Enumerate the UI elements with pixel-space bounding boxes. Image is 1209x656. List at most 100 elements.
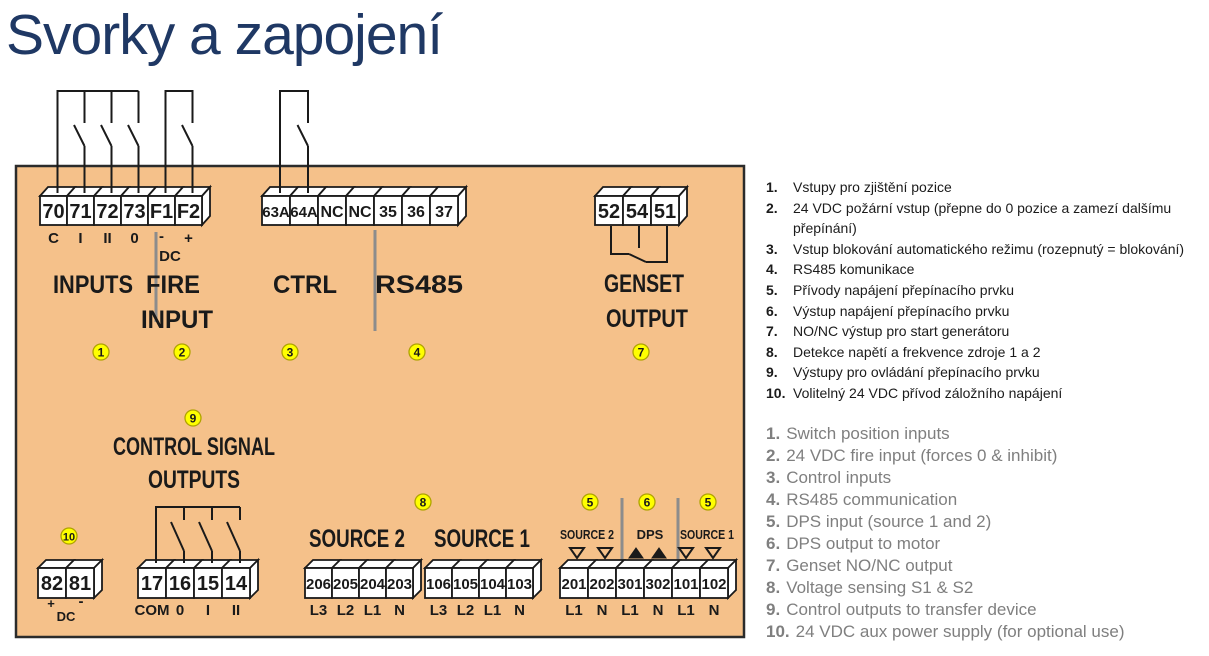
source1-label: SOURCE 1 (434, 525, 530, 553)
terminal-number: 102 (701, 576, 726, 593)
terminal-number: 73 (123, 201, 145, 223)
pin-label: 0 (130, 230, 138, 247)
source1-small-label: SOURCE 1 (680, 527, 734, 542)
badge-5-source1: 5 (699, 493, 717, 511)
pin-label: I (78, 230, 82, 247)
rs485-label: RS485 (375, 271, 463, 299)
legend-item: 5.Přívody napájení přepínacího prvku (766, 281, 1015, 298)
terminal-number: 301 (617, 576, 642, 593)
terminal-number: 37 (435, 204, 453, 221)
badge-8: 8 (414, 493, 432, 511)
dps-small-label: DPS (637, 527, 664, 542)
terminal-block-genset (592, 184, 690, 228)
ctrl-input-switch (279, 90, 309, 193)
terminal-number: 35 (379, 204, 397, 221)
svg-text:9: 9 (190, 412, 197, 426)
pin-label: N (514, 602, 525, 619)
legend-item: 8.Voltage sensing S1 & S2 (766, 578, 974, 597)
legend-item: 9.Výstupy pro ovládání přepínacího prvku (766, 364, 1040, 381)
terminal-number: 205 (333, 576, 358, 593)
pin-label: COM (135, 602, 170, 619)
pin-label: L2 (457, 602, 475, 619)
pin-label: N (597, 602, 608, 619)
dps-triangles (568, 547, 722, 560)
pin-label: - (159, 228, 164, 245)
legend-item: 10.24 VDC aux power supply (for optional… (766, 622, 1125, 641)
svg-text:5: 5 (587, 496, 594, 510)
badge-3: 3 (281, 343, 299, 361)
pin-label: L3 (430, 602, 448, 619)
pin-label: DC (57, 609, 76, 624)
terminal-number: 204 (360, 576, 386, 593)
badge-4: 4 (408, 343, 426, 361)
badge-7: 7 (632, 343, 650, 361)
terminal-number: 64A (290, 204, 318, 221)
pin-label: - (79, 593, 84, 610)
terminal-number: 206 (306, 576, 331, 593)
pin-label: N (653, 602, 664, 619)
svg-text:4: 4 (414, 346, 421, 360)
terminal-number: 36 (407, 204, 425, 221)
legend-item: 7.NO/NC výstup pro start generátoru (766, 323, 1010, 340)
legend-item: 5.DPS input (source 1 and 2) (766, 512, 992, 531)
pin-labels: C I II 0 - + + DC - COM 0 I II L3 L2 L1 … (47, 228, 719, 624)
genset-output-label: OUTPUT (606, 305, 688, 333)
legend-item: 4.RS485 communication (766, 490, 958, 509)
badge-10: 10 (60, 527, 78, 545)
badge-6: 6 (638, 493, 656, 511)
terminal-number: 302 (645, 576, 670, 593)
terminal-number: 63A (262, 204, 290, 221)
terminal-number: 15 (197, 573, 219, 595)
control-outputs-switches (155, 506, 241, 563)
terminal-block-ctrl-rs485 (259, 184, 469, 228)
terminal-number: 103 (507, 576, 532, 593)
legend-czech: 1.Vstupy pro zjištění pozice 2.24 VDC po… (766, 177, 1184, 404)
source2-small-label: SOURCE 2 (560, 527, 614, 542)
terminal-number: 51 (654, 201, 676, 223)
pin-label: L1 (621, 602, 639, 619)
pin-label: I (206, 602, 210, 619)
badge-2: 2 (173, 343, 191, 361)
legend-item: 3.Control inputs (766, 468, 892, 487)
pin-label: C (48, 230, 59, 247)
svg-text:10: 10 (63, 532, 75, 544)
badge-9: 9 (184, 409, 202, 427)
terminal-block-aux-dc (35, 557, 105, 601)
terminal-number: 52 (598, 201, 620, 223)
pin-label: 0 (176, 602, 184, 619)
source1-input-triangle-icon (704, 547, 722, 560)
pin-label: L1 (565, 602, 583, 619)
dps-output-triangle-icon (628, 547, 644, 559)
pin-label: L1 (364, 602, 382, 619)
svg-text:2: 2 (179, 346, 186, 360)
control-signal-label: CONTROL SIGNAL (113, 433, 275, 461)
section-labels: INPUTS DC FIRE INPUT CTRL RS485 GENSET O… (53, 248, 734, 553)
number-badges: 1 2 3 4 7 9 10 8 5 6 5 (60, 343, 717, 545)
terminal-number: 105 (453, 576, 478, 593)
pin-label: L1 (484, 602, 502, 619)
terminal-block-control-outputs (135, 557, 261, 601)
pin-label: + (184, 230, 193, 247)
terminal-number: F2 (177, 201, 200, 223)
terminal-number: 71 (69, 201, 91, 223)
terminal-number: 101 (673, 576, 698, 593)
svg-text:3: 3 (287, 346, 294, 360)
legend-item: 1.Switch position inputs (766, 424, 950, 443)
legend-item: 8.Detekce napětí a frekvence zdroje 1 a … (766, 343, 1041, 360)
inputs-label: INPUTS (53, 271, 133, 299)
fire-label: FIRE (146, 271, 200, 299)
terminal-number: 81 (69, 573, 91, 595)
terminal-number: 17 (141, 573, 163, 595)
pin-label: + (47, 596, 55, 611)
genset-relay-contact (610, 226, 668, 263)
svg-text:1: 1 (98, 346, 105, 360)
source2-input-triangle-icon (568, 547, 586, 560)
terminal-block-dps (557, 557, 739, 601)
terminal-number: 82 (41, 573, 63, 595)
pin-label: L3 (310, 602, 328, 619)
fire-input-switch (164, 90, 194, 193)
terminal-number: 202 (589, 576, 614, 593)
terminal-number: 203 (387, 576, 412, 593)
pin-label: L2 (337, 602, 355, 619)
